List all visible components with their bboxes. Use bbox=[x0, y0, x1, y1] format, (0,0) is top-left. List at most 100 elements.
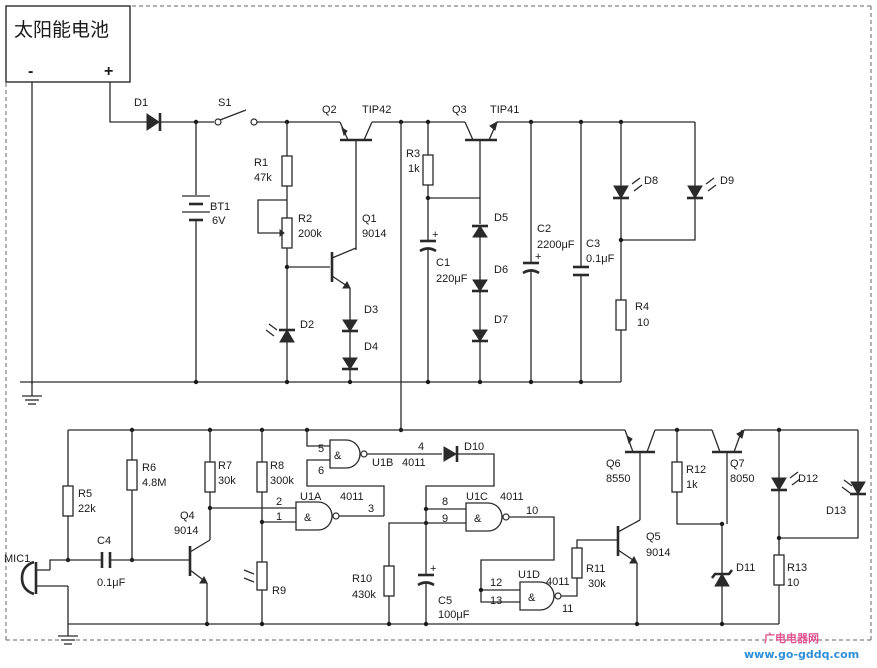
c1-value: 220μF bbox=[436, 273, 468, 285]
solar-panel: 太阳能电池 - + bbox=[5, 5, 131, 83]
watermark: 广电电器网 www.go-gddq.com bbox=[744, 631, 859, 661]
d6-label: D6 bbox=[494, 264, 508, 276]
d3-label: D3 bbox=[364, 304, 378, 316]
u1c-value: 4011 bbox=[500, 491, 524, 503]
d7-label: D7 bbox=[494, 314, 508, 326]
r1-value: 47k bbox=[254, 172, 272, 184]
q5-value: 9014 bbox=[646, 547, 670, 559]
u1b-label: U1B bbox=[372, 457, 393, 469]
led-d2: D2 bbox=[265, 319, 314, 343]
q2-value: TIP42 bbox=[362, 104, 391, 116]
resistor-r10 bbox=[383, 565, 395, 597]
q2-label: Q2 bbox=[322, 104, 337, 116]
resistor-r11 bbox=[571, 547, 583, 579]
mic1-label: MIC1 bbox=[4, 553, 30, 565]
led-d8: D8 bbox=[613, 175, 658, 200]
r8-label: R8 bbox=[270, 460, 284, 472]
switch-s1: S1 bbox=[214, 97, 258, 126]
r7-label: R7 bbox=[218, 460, 232, 472]
battery-bt1: BT1 6V bbox=[182, 122, 230, 382]
r1-label: R1 bbox=[254, 157, 268, 169]
r11-label: R11 bbox=[586, 563, 605, 575]
r13-label: R13 bbox=[787, 562, 807, 574]
solar-minus-label: - bbox=[28, 63, 33, 80]
u1d-value: 4011 bbox=[546, 576, 570, 588]
resistor-r7 bbox=[204, 461, 216, 493]
diode-d1: D1 bbox=[134, 97, 162, 131]
diode-d10: D10 bbox=[443, 441, 484, 462]
q4-label: Q4 bbox=[180, 510, 195, 522]
nand-gate-u1c: & U1C 4011 8 9 10 bbox=[442, 491, 538, 532]
resistor-r8 bbox=[256, 461, 268, 493]
c2-value: 2200μF bbox=[537, 239, 575, 251]
svg-text:2: 2 bbox=[276, 496, 282, 508]
svg-text:&: & bbox=[334, 450, 342, 462]
d13-label: D13 bbox=[826, 505, 846, 517]
r9-label: R9 bbox=[272, 585, 286, 597]
q5-label: Q5 bbox=[646, 531, 661, 543]
resistor-r13 bbox=[773, 554, 785, 586]
c1-label: C1 bbox=[436, 257, 450, 269]
svg-text:6: 6 bbox=[318, 465, 324, 477]
nand-gate-u1a: & U1A 4011 2 1 3 bbox=[276, 491, 374, 531]
diode-d4: D4 bbox=[342, 341, 378, 371]
led-d9: D9 bbox=[687, 175, 734, 200]
transistor-q5: Q5 9014 bbox=[616, 519, 670, 564]
photoresistor-r9 bbox=[256, 561, 268, 591]
nand-gate-u1d: & U1D 4011 12 13 11 bbox=[490, 569, 573, 615]
c3-label: C3 bbox=[586, 238, 600, 250]
ground-symbol-top bbox=[22, 382, 42, 405]
dashed-border bbox=[5, 5, 872, 641]
diode-d6: D6 bbox=[472, 264, 508, 293]
r12-value: 1k bbox=[686, 479, 698, 491]
microphone-mic1: MIC1 bbox=[4, 553, 102, 624]
transistor-q6: Q6 8550 bbox=[606, 429, 656, 485]
svg-text:5: 5 bbox=[318, 443, 324, 455]
s1-label: S1 bbox=[218, 97, 231, 109]
r3-value: 1k bbox=[408, 163, 420, 175]
zener-diode-d11: D11 bbox=[710, 562, 755, 587]
svg-text:+: + bbox=[432, 229, 438, 241]
r12-label: R12 bbox=[686, 464, 706, 476]
led-d12: D12 bbox=[771, 471, 818, 492]
c2-label: C2 bbox=[537, 223, 551, 235]
u1a-label: U1A bbox=[300, 491, 322, 503]
nand-gate-u1b: & U1B 4011 5 6 4 bbox=[318, 439, 426, 477]
u1a-value: 4011 bbox=[340, 491, 364, 503]
capacitor-c1: + C1 220μF bbox=[419, 229, 468, 285]
r8-value: 300k bbox=[270, 475, 294, 487]
r6-label: R6 bbox=[142, 462, 156, 474]
transistor-q1: Q1 9014 bbox=[330, 213, 386, 289]
c5-label: C5 bbox=[438, 595, 452, 607]
r4-label: R4 bbox=[635, 301, 649, 313]
resistor-r4 bbox=[615, 299, 627, 331]
d10-label: D10 bbox=[464, 441, 484, 453]
solar-plus-label: + bbox=[104, 63, 113, 80]
svg-text:+: + bbox=[430, 563, 436, 575]
capacitor-c3: C3 0.1μF bbox=[573, 238, 615, 277]
q7-label: Q7 bbox=[730, 458, 745, 470]
transistor-q2: Q2 TIP42 bbox=[322, 104, 465, 250]
svg-text:12: 12 bbox=[490, 577, 502, 589]
transistor-q3: Q3 TIP41 bbox=[452, 104, 695, 224]
diode-d5: D5 bbox=[472, 212, 508, 238]
d12-label: D12 bbox=[798, 473, 818, 485]
d11-label: D11 bbox=[736, 562, 755, 574]
c4-label: C4 bbox=[97, 535, 111, 547]
ground-symbol-bottom bbox=[58, 624, 78, 645]
watermark-title: 广电电器网 bbox=[764, 631, 819, 645]
resistor-r1 bbox=[281, 155, 293, 187]
q6-value: 8550 bbox=[606, 473, 630, 485]
u1d-label: U1D bbox=[518, 569, 540, 581]
c3-value: 0.1μF bbox=[586, 253, 615, 265]
resistor-r5 bbox=[62, 485, 74, 517]
c4-value: 0.1μF bbox=[97, 577, 126, 589]
solar-panel-title: 太阳能电池 bbox=[14, 19, 109, 41]
r6-value: 4.8M bbox=[142, 477, 166, 489]
watermark-url: www.go-gddq.com bbox=[744, 648, 859, 661]
transistor-q4: Q4 9014 bbox=[174, 510, 211, 584]
r11-value: 30k bbox=[588, 578, 606, 590]
r10-value: 430k bbox=[352, 589, 376, 601]
r5-label: R5 bbox=[78, 488, 92, 500]
